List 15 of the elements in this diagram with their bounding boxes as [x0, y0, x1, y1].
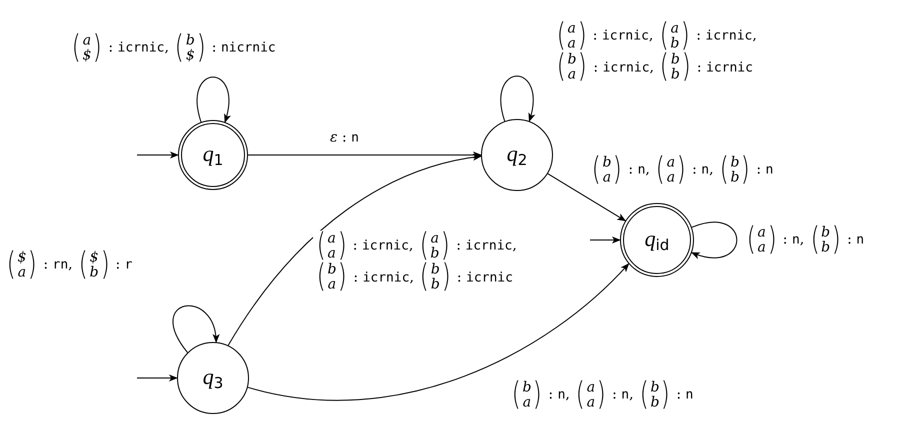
arrow	[590, 236, 621, 244]
arrow	[247, 263, 630, 401]
arrow	[547, 173, 626, 222]
arrow	[172, 305, 219, 354]
arrow	[228, 154, 482, 346]
state-label: q$_{id}$	[644, 226, 670, 254]
arrow	[690, 222, 738, 258]
state-label: q$_{3}$	[202, 364, 224, 392]
state-label: q$_{2}$	[506, 141, 528, 169]
arrow	[136, 374, 178, 382]
arrow	[500, 76, 535, 122]
arrow	[196, 76, 230, 123]
arrow	[136, 151, 179, 159]
state-label: q$_{1}$	[202, 141, 224, 169]
arrow	[248, 151, 482, 159]
